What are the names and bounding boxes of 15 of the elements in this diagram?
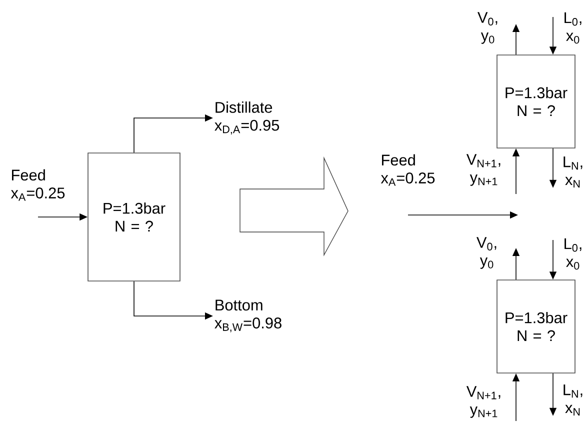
stream-label: Bottom x$_{B,W}$=0.98 — [214, 300, 282, 332]
column-box: P=1.3bar N = ? — [496, 280, 576, 374]
column-box: P=1.3bar N = ? — [496, 54, 576, 148]
stream-label: L$_{0}$, x$_{0}$ — [564, 12, 582, 44]
stream-label: L$_{N}$, x$_{N}$ — [564, 156, 582, 188]
stream-label: Feed x$_{A}$=0.25 — [380, 154, 435, 186]
column-box: P=1.3bar N = ? — [88, 152, 180, 282]
stream-label: V$_{N+1}$, y$_{N+1}$ — [466, 386, 500, 418]
stream-label: Distillate x$_{D,A}$=0.95 — [214, 102, 280, 134]
stream-label: L$_{0}$, x$_{0}$ — [564, 238, 582, 270]
stream-label: V$_{0}$, y$_{0}$ — [478, 12, 498, 44]
stream-label: Feed x$_{A}$=0.25 — [10, 169, 65, 201]
stream-label: V$_{0}$, y$_{0}$ — [476, 237, 496, 269]
stream-label: L$_{N}$, x$_{N}$ — [564, 384, 582, 416]
stream-label: V$_{N+1}$, y$_{N+1}$ — [466, 154, 500, 186]
